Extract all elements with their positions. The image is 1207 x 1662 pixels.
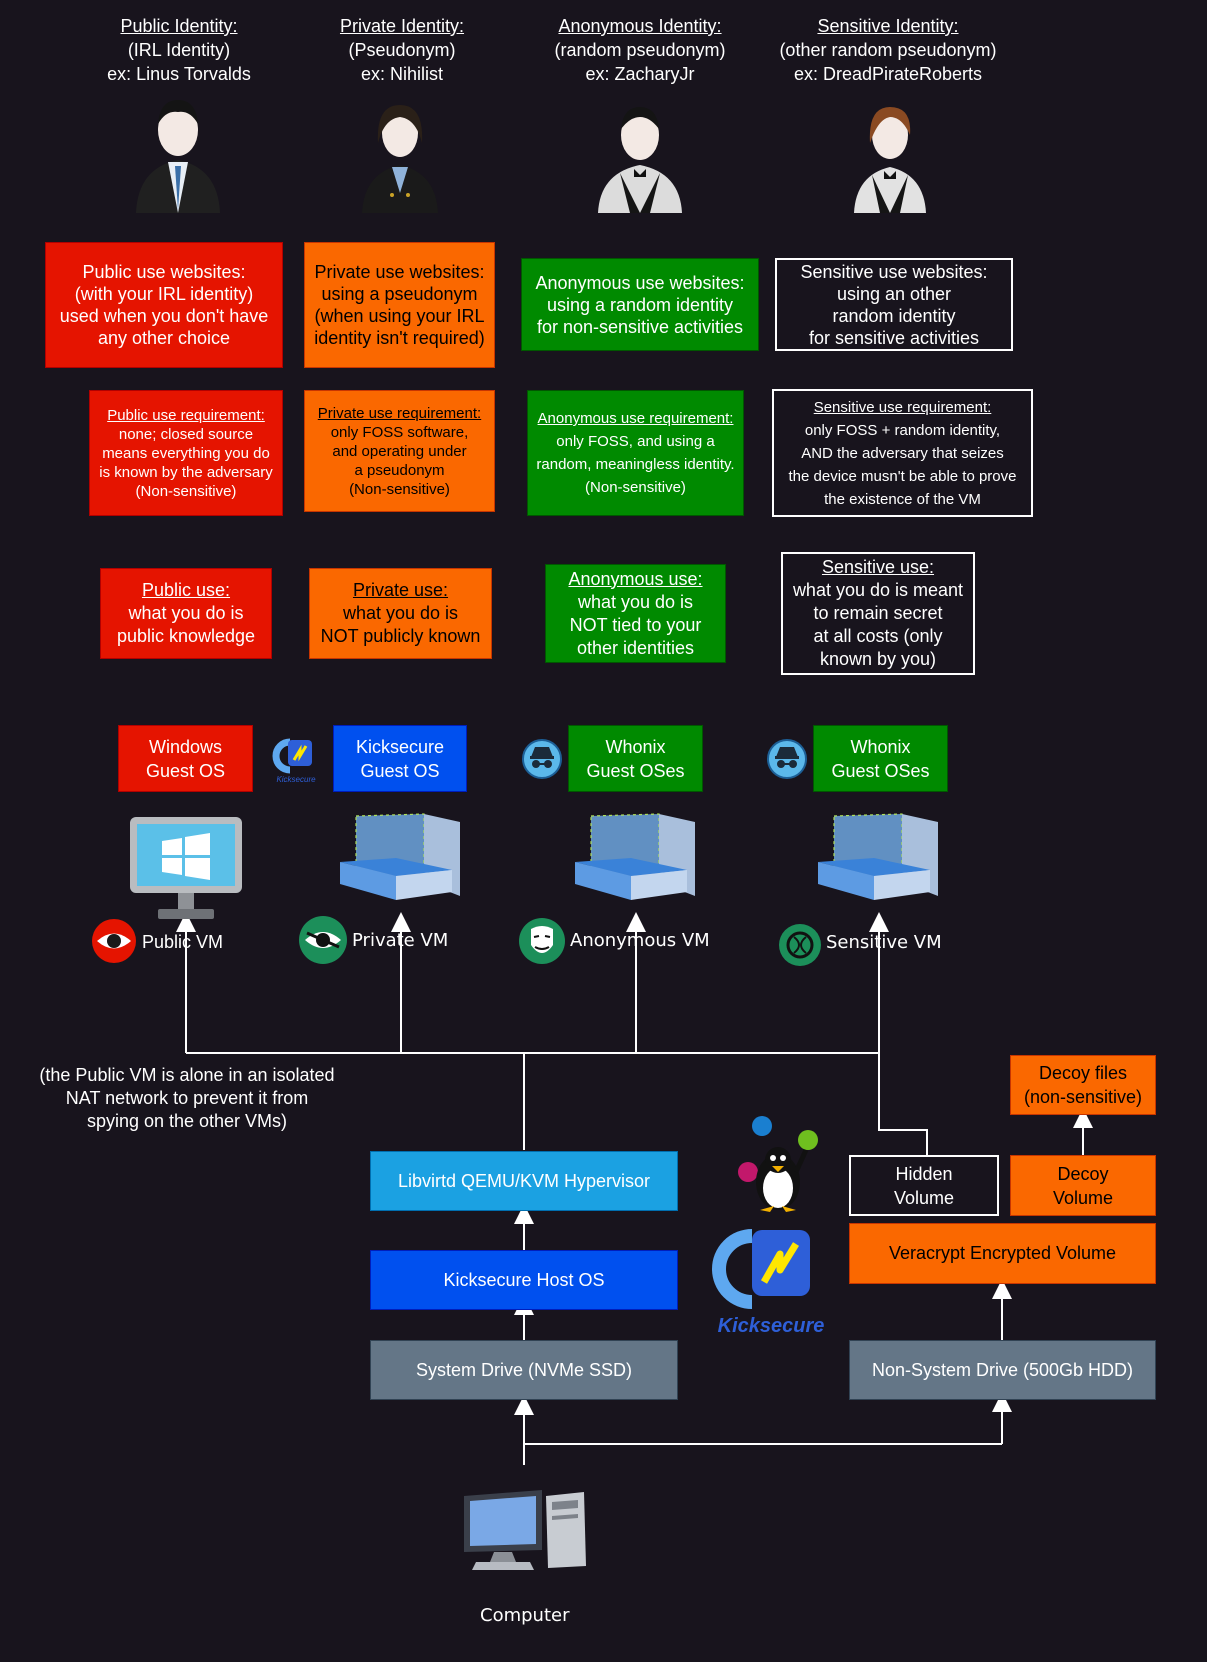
use-body: what you do is NOT publicly known: [320, 603, 481, 646]
public-vm-isolation-note: (the Public VM is alone in an isolated N…: [39, 1065, 335, 1131]
anonymous-websites-box: Anonymous use websites: using a random i…: [521, 258, 759, 351]
desktop-computer-icon: [464, 1490, 586, 1570]
computer-label: Computer: [480, 1605, 570, 1626]
person-icon: [854, 107, 926, 213]
use-body: what you do is meant to remain secret at…: [792, 580, 964, 669]
sensitive-use-box: Sensitive use: what you do is meant to r…: [781, 552, 975, 675]
private-websites-box: Private use websites: using a pseudonym …: [304, 242, 495, 368]
eye-icon: [299, 916, 347, 964]
requirement-title: Private use requirement:: [317, 404, 482, 422]
identity-line1: (random pseudonym): [554, 40, 726, 60]
identity-line1: (other random pseudonym): [779, 40, 997, 60]
requirement-body: only FOSS + random identity, AND the adv…: [788, 421, 1017, 508]
anonymous-requirement-box: Anonymous use requirement: only FOSS, an…: [527, 390, 744, 516]
use-body: what you do is public knowledge: [116, 603, 256, 646]
sensitive-vm-icon: [779, 924, 821, 966]
sensitive-requirement-box: Sensitive use requirement: only FOSS + r…: [772, 389, 1033, 517]
requirement-body: none; closed source means everything you…: [99, 425, 273, 500]
use-title: Public use:: [141, 580, 231, 600]
windows-monitor-icon: [130, 817, 242, 919]
anonymous-use-box: Anonymous use: what you do is NOT tied t…: [545, 564, 726, 663]
virtualbox-icon: [340, 813, 460, 900]
kicksecure-small-label: Kicksecure: [276, 775, 316, 784]
decoy-files-box: Decoy files (non-sensitive): [1010, 1055, 1156, 1115]
kicksecure-logo-label: Kicksecure: [718, 1315, 825, 1337]
identity-example: ex: Nihilist: [360, 64, 444, 84]
identity-line1: (Pseudonym): [348, 40, 456, 60]
identity-example: ex: DreadPirateRoberts: [793, 64, 983, 84]
whonix-guest-os-box: Whonix Guest OSes: [568, 725, 703, 792]
sensitive-websites-box: Sensitive use websites: using an other r…: [775, 258, 1013, 351]
windows-guest-os-box: Windows Guest OS: [118, 725, 253, 792]
private-vm-label: Private VM: [352, 930, 449, 951]
virtualbox-icon: [575, 813, 695, 900]
virtualbox-icon: [818, 813, 938, 900]
public-use-box: Public use: what you do is public knowle…: [100, 568, 272, 659]
identity-title: Sensitive Identity:: [817, 16, 959, 36]
person-icon: [362, 105, 438, 213]
non-system-drive-box: Non-System Drive (500Gb HDD): [849, 1340, 1156, 1400]
requirement-body: only FOSS, and using a random, meaningle…: [536, 433, 735, 496]
kicksecure-logo: Kicksecure: [272, 738, 316, 784]
use-title: Private use:: [352, 580, 449, 600]
identity-title: Public Identity:: [120, 16, 238, 36]
incognito-icon: [767, 739, 807, 779]
requirement-title: Anonymous use requirement:: [537, 410, 734, 427]
identity-example: ex: Linus Torvalds: [107, 64, 251, 84]
sensitive-vm-label: Sensitive VM: [826, 932, 942, 953]
kicksecure-logo: Kicksecure: [712, 1229, 825, 1337]
eye-icon: [92, 919, 136, 963]
private-use-box: Private use: what you do is NOT publicly…: [309, 568, 492, 659]
kicksecure-guest-os-box: Kicksecure Guest OS: [333, 725, 467, 792]
incognito-icon: [522, 739, 562, 779]
use-body: what you do is NOT tied to your other id…: [569, 591, 702, 658]
public-websites-box: Public use websites: (with your IRL iden…: [45, 242, 283, 368]
requirement-title: Sensitive use requirement:: [813, 398, 992, 416]
identity-example: ex: ZacharyJr: [585, 64, 695, 84]
private-requirement-box: Private use requirement: only FOSS softw…: [304, 390, 495, 512]
person-icon: [136, 100, 220, 213]
use-title: Sensitive use:: [821, 557, 935, 577]
whonix-guest-os-box: Whonix Guest OSes: [813, 725, 948, 792]
requirement-body: only FOSS software, and operating under …: [330, 423, 469, 498]
person-icon: [598, 107, 682, 213]
tux-icon: [738, 1116, 818, 1212]
anonymous-mask-icon: [519, 918, 565, 964]
anonymous-vm-label: Anonymous VM: [570, 930, 710, 951]
hidden-volume-box: Hidden Volume: [849, 1155, 999, 1216]
hypervisor-box: Libvirtd QEMU/KVM Hypervisor: [370, 1151, 678, 1211]
system-drive-box: System Drive (NVMe SSD): [370, 1340, 678, 1400]
requirement-title: Public use requirement:: [107, 406, 265, 424]
identity-sensitive: Sensitive Identity: (other random pseudo…: [758, 14, 1018, 86]
identity-public: Public Identity: (IRL Identity) ex: Linu…: [49, 14, 309, 86]
public-requirement-box: Public use requirement: none; closed sou…: [89, 390, 283, 516]
identity-title: Anonymous Identity:: [558, 16, 722, 36]
identity-private: Private Identity: (Pseudonym) ex: Nihili…: [272, 14, 532, 86]
decoy-volume-box: Decoy Volume: [1010, 1155, 1156, 1216]
identity-line1: (IRL Identity): [127, 40, 231, 60]
host-os-box: Kicksecure Host OS: [370, 1250, 678, 1310]
public-vm-label: Public VM: [142, 932, 224, 952]
veracrypt-volume-box: Veracrypt Encrypted Volume: [849, 1223, 1156, 1284]
identity-anonymous: Anonymous Identity: (random pseudonym) e…: [510, 14, 770, 86]
use-title: Anonymous use:: [568, 568, 703, 589]
identity-title: Private Identity:: [339, 16, 465, 36]
